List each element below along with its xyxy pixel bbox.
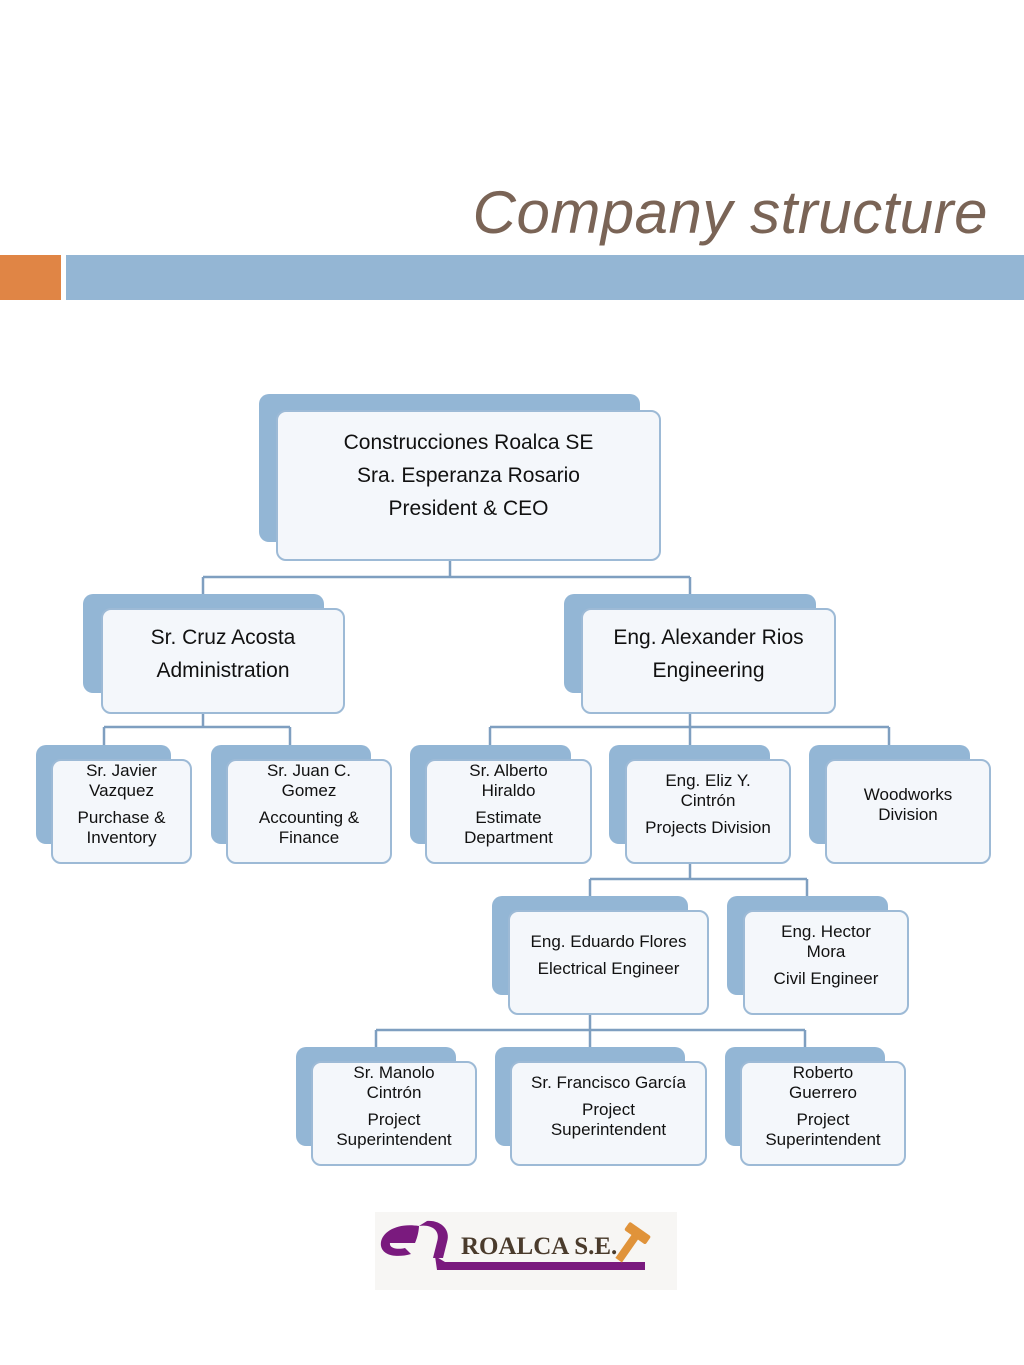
electrical-role: Electrical Engineer: [537, 959, 680, 978]
super3-role-1: Project: [796, 1110, 850, 1129]
logo-mark-r: [419, 1220, 448, 1258]
engineering-title: Engineering: [652, 659, 765, 682]
super1-role-2: Superintendent: [336, 1130, 452, 1149]
woodworks-name-1: Woodworks: [863, 784, 953, 804]
ceo-name: Sra. Esperanza Rosario: [357, 464, 580, 487]
purchase-name-1: Sr. Javier: [86, 761, 157, 780]
purchase-role-1: Purchase &: [77, 808, 166, 827]
accounting-role-1: Accounting &: [258, 808, 360, 827]
admin-title: Administration: [156, 659, 290, 682]
purchase-role-2: Inventory: [86, 828, 157, 847]
super1-role-1: Project: [367, 1110, 421, 1129]
company-name: Construcciones Roalca SE: [343, 431, 594, 454]
estimate-name-2: Hiraldo: [481, 781, 536, 800]
roalca-logo: ROALCA S.E.: [375, 1212, 677, 1290]
civil-role: Civil Engineer: [773, 969, 879, 988]
admin-name: Sr. Cruz Acosta: [150, 626, 296, 649]
super2-role-1: Project: [582, 1100, 635, 1119]
logo-graphic: ROALCA S.E.: [375, 1212, 677, 1290]
projects-name-2: Cintrón: [680, 791, 736, 810]
engineering-head-name: Eng. Alexander Rios: [613, 626, 804, 649]
super3-name-1: Roberto: [792, 1063, 854, 1082]
purchase-name-2: Vazquez: [89, 781, 154, 800]
civil-name-2: Mora: [806, 942, 846, 961]
accounting-name-2: Gomez: [281, 781, 337, 800]
woodworks-name-2: Division: [878, 804, 938, 824]
logo-mark-e: [380, 1225, 419, 1256]
projects-name-1: Eng. Eliz Y.: [665, 771, 751, 790]
super1-name-2: Cintrón: [366, 1083, 422, 1102]
super3-name-2: Guerrero: [788, 1083, 858, 1102]
estimate-name-1: Sr. Alberto: [469, 761, 548, 780]
estimate-role-1: Estimate: [475, 808, 542, 827]
slide-title: Company structure: [472, 179, 988, 246]
projects-role: Projects Division: [645, 818, 771, 837]
accent-bar-orange: [0, 255, 61, 300]
hammer-icon: [615, 1222, 651, 1263]
ceo-title: President & CEO: [388, 497, 549, 520]
accounting-name-1: Sr. Juan C.: [266, 761, 352, 780]
logo-underline-bar: [435, 1256, 645, 1270]
electrical-name: Eng. Eduardo Flores: [530, 932, 687, 951]
super2-role-2: Superintendent: [550, 1120, 667, 1139]
accent-bar-blue: [66, 255, 1024, 300]
super1-name-1: Sr. Manolo: [353, 1063, 435, 1082]
super2-name: Sr. Francisco García: [531, 1073, 686, 1092]
civil-name-1: Eng. Hector: [781, 922, 871, 941]
logo-text: ROALCA S.E.: [461, 1233, 617, 1260]
estimate-role-2: Department: [464, 828, 553, 847]
accounting-role-2: Finance: [278, 828, 340, 847]
super3-role-2: Superintendent: [765, 1130, 881, 1149]
